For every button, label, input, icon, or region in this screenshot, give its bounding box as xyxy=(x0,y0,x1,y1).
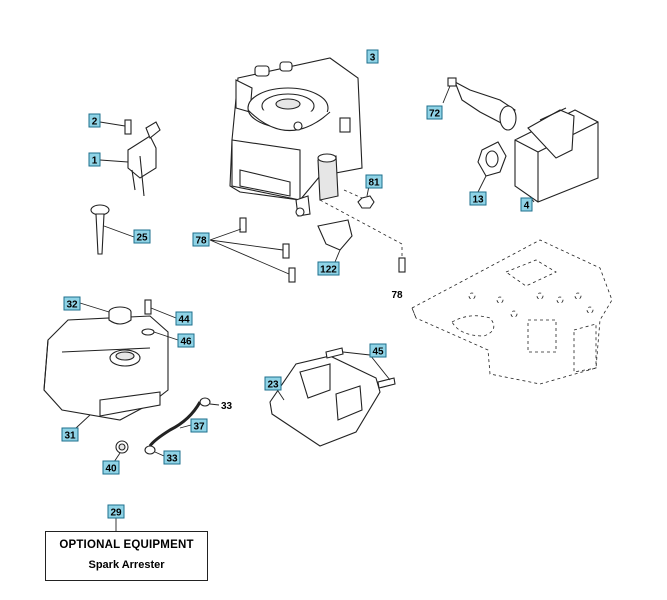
callout-23: 23 xyxy=(264,376,282,391)
callout-45: 45 xyxy=(369,343,387,358)
svg-text:81: 81 xyxy=(368,178,380,189)
svg-text:46: 46 xyxy=(180,337,192,348)
svg-text:4: 4 xyxy=(524,201,530,212)
callout-13: 13 xyxy=(469,191,487,206)
svg-text:40: 40 xyxy=(105,464,117,475)
clamp-33-upper xyxy=(199,397,220,407)
callout-44: 44 xyxy=(175,311,193,326)
callout-3: 3 xyxy=(366,49,379,64)
callout-32: 32 xyxy=(63,296,81,311)
callout-25: 25 xyxy=(133,229,151,244)
callout-46: 46 xyxy=(177,333,195,348)
washer-46-drawing xyxy=(141,328,179,341)
throttle-control-drawing xyxy=(99,119,161,197)
callout-29: 29 xyxy=(107,504,125,519)
callout-2: 2 xyxy=(88,113,101,128)
gasket-13-drawing xyxy=(477,141,507,193)
fuel-cap-32-drawing xyxy=(79,302,132,325)
svg-text:122: 122 xyxy=(320,265,337,276)
svg-text:31: 31 xyxy=(64,431,76,442)
label-33-upper: 33 xyxy=(221,401,233,412)
fuel-line-37-drawing xyxy=(148,401,202,447)
callout-4: 4 xyxy=(520,197,533,212)
svg-text:1: 1 xyxy=(92,156,98,167)
callout-37: 37 xyxy=(190,418,208,433)
callout-33-lower: 33 xyxy=(163,450,181,465)
label-78-right: 78 xyxy=(391,290,403,301)
svg-text:32: 32 xyxy=(66,300,78,311)
frame-drawing xyxy=(411,239,613,385)
optional-equipment-box: OPTIONAL EQUIPMENT Spark Arrester xyxy=(45,531,208,581)
shield-122-drawing xyxy=(317,219,353,251)
svg-text:44: 44 xyxy=(178,315,190,326)
callout-72: 72 xyxy=(426,105,443,120)
fuel-tank-drawing xyxy=(43,315,169,429)
spark-arrester-label: Spark Arrester xyxy=(88,559,165,571)
optional-equipment-title: OPTIONAL EQUIPMENT xyxy=(59,539,194,551)
svg-text:72: 72 xyxy=(429,109,441,120)
bolt-78-right xyxy=(398,257,406,273)
svg-text:37: 37 xyxy=(193,422,205,433)
svg-text:45: 45 xyxy=(372,347,384,358)
callout-31: 31 xyxy=(61,427,79,442)
svg-text:23: 23 xyxy=(267,380,279,391)
callout-1: 1 xyxy=(88,152,101,167)
bolt-45-group xyxy=(325,347,396,389)
svg-text:78: 78 xyxy=(195,236,207,247)
svg-text:33: 33 xyxy=(166,454,178,465)
svg-text:3: 3 xyxy=(370,53,376,64)
muffler-drawing xyxy=(442,77,599,203)
callout-78-left: 78 xyxy=(192,232,210,247)
svg-text:2: 2 xyxy=(92,117,98,128)
callout-40: 40 xyxy=(102,460,120,475)
screw-44-drawing xyxy=(144,299,177,319)
callout-81: 81 xyxy=(365,174,383,189)
choke-knob-25-drawing xyxy=(90,204,135,255)
nut-81-drawing xyxy=(357,195,375,209)
bolt-78-group xyxy=(209,217,296,283)
fuel-filter-40-drawing xyxy=(113,440,129,463)
callout-122: 122 xyxy=(317,261,340,276)
svg-text:29: 29 xyxy=(110,508,122,519)
svg-text:13: 13 xyxy=(472,195,484,206)
clamp-33-lower xyxy=(144,445,165,457)
engine-drawing xyxy=(229,57,363,217)
svg-text:25: 25 xyxy=(136,233,148,244)
heat-shield-23-drawing xyxy=(269,355,381,447)
